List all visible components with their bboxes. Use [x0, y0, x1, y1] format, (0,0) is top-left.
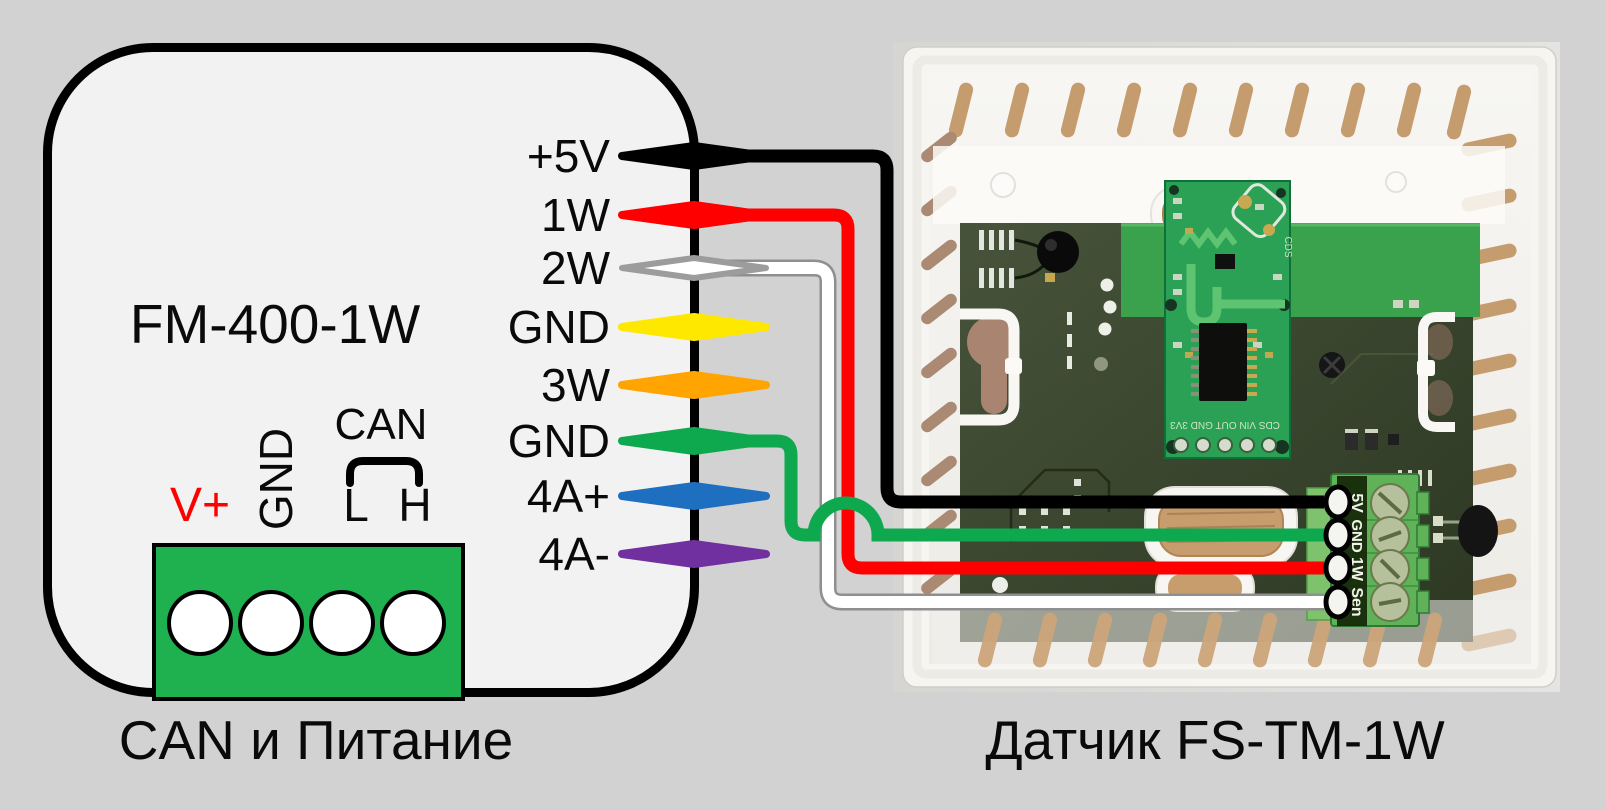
- pcb-sensor-component: [1037, 231, 1079, 273]
- power-label-vplus: V+: [169, 479, 231, 532]
- power-label-can-h: H: [398, 479, 432, 531]
- plastic-peg-left: [990, 172, 1016, 198]
- pin-label-5v: +5V: [526, 130, 610, 182]
- thermistor: [1433, 505, 1498, 557]
- sensor-terminal-block: 5V GND 1W Sen: [1306, 473, 1430, 627]
- module-side-label: CDS: [1282, 236, 1293, 257]
- power-terminal-block: [152, 543, 465, 701]
- pin-label-gnd1: GND: [507, 301, 610, 353]
- caption-sensor: Датчик FS-TM-1W: [985, 709, 1445, 771]
- power-label-can-l: L: [343, 479, 369, 531]
- pin-label-1w: 1W: [541, 189, 610, 241]
- clip-right: [1417, 312, 1455, 432]
- pin-label-2w: 2W: [541, 242, 610, 294]
- power-terminal-hole-vplus: [167, 590, 233, 656]
- power-terminal-hole-gnd: [238, 590, 304, 656]
- terminal-screws: [1370, 483, 1410, 622]
- bottom-wall: [933, 600, 1531, 664]
- power-label-can: CAN: [334, 400, 428, 449]
- oval-cutout-large: [1144, 486, 1298, 568]
- power-label-gnd: GND: [250, 427, 302, 531]
- pin-label-4a-minus: 4A-: [538, 528, 610, 580]
- terminal-label-gnd: GND: [1348, 519, 1365, 553]
- module-silkscreen-text: CDS VIN OUT GND 3V3: [1170, 419, 1280, 430]
- pin-label-3w: 3W: [541, 359, 610, 411]
- sensor-photo: CDS: [893, 42, 1560, 692]
- power-terminal-hole-can-l: [309, 590, 375, 656]
- caption-module: CAN и Питание: [118, 709, 514, 771]
- terminal-label-1w: 1W: [1348, 557, 1365, 582]
- pin-label-gnd2: GND: [507, 415, 610, 467]
- terminal-label-sen: Sen: [1348, 587, 1365, 616]
- pin-label-4a-plus: 4A+: [526, 470, 610, 522]
- module-title: FM-400-1W: [129, 293, 421, 355]
- terminal-label-5v: 5V: [1348, 493, 1365, 513]
- plastic-peg-right: [1385, 171, 1407, 193]
- power-terminal-hole-can-h: [380, 590, 446, 656]
- radar-module-pcb: CDS: [1164, 180, 1293, 459]
- module-ic-chip: [1199, 323, 1247, 401]
